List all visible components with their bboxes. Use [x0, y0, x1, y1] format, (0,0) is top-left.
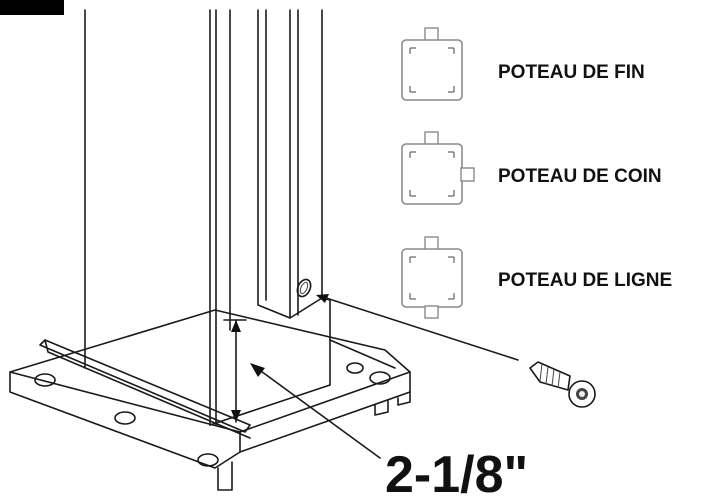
- dimension-leader-arrow: [250, 363, 381, 459]
- base-plate: [9, 309, 411, 491]
- dimension-indicator: [223, 319, 247, 423]
- self-drilling-screw-icon: [529, 361, 596, 408]
- line-post-label: POTEAU DE LIGNE: [498, 270, 672, 291]
- dimension-label: 2-1/8": [385, 446, 528, 500]
- screw-hole: [296, 278, 312, 298]
- end-post-label: POTEAU DE FIN: [498, 62, 645, 83]
- corner-marker: [0, 0, 64, 15]
- line-post-icon: [401, 236, 463, 319]
- corner-post-icon: [401, 131, 475, 205]
- corner-post-label: POTEAU DE COIN: [498, 166, 662, 187]
- outer-post: [84, 9, 331, 426]
- screw-leader-arrow: [316, 294, 519, 361]
- end-post-icon: [401, 27, 463, 101]
